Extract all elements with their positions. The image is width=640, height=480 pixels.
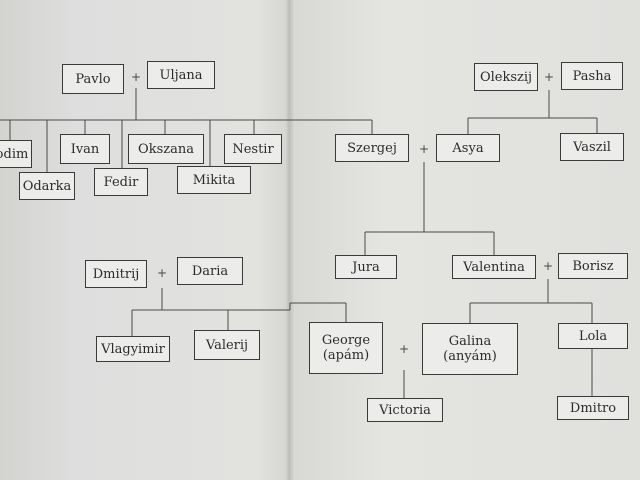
marriage-plus-sign: + bbox=[543, 70, 555, 84]
marriage-plus-sign: + bbox=[156, 266, 168, 280]
person-box-ivan: Ivan bbox=[60, 134, 110, 164]
person-box-dmitrij: Dmitrij bbox=[85, 260, 147, 288]
marriage-plus-sign: + bbox=[398, 342, 410, 356]
person-box-pavlo: Pavlo bbox=[62, 64, 124, 94]
person-box-dmitro: Dmitro bbox=[557, 396, 629, 420]
person-box-szergej: Szergej bbox=[335, 134, 409, 162]
marriage-plus-sign: + bbox=[542, 259, 554, 273]
marriage-plus-sign: + bbox=[130, 70, 142, 84]
person-box-pasha: Pasha bbox=[561, 62, 623, 90]
person-box-galina: Galina (anyám) bbox=[422, 323, 518, 375]
person-box-borisz: Borisz bbox=[558, 253, 628, 279]
person-box-valerij: Valerij bbox=[194, 330, 260, 360]
person-box-nestir: Nestir bbox=[224, 134, 282, 164]
person-box-odarka: Odarka bbox=[19, 172, 75, 200]
person-box-okszana: Okszana bbox=[128, 134, 204, 164]
person-box-victoria: Victoria bbox=[367, 398, 443, 422]
marriage-plus-sign: + bbox=[418, 142, 430, 156]
person-box-daria: Daria bbox=[177, 257, 243, 285]
person-box-lola: Lola bbox=[558, 323, 628, 349]
person-box-fedir: Fedir bbox=[94, 168, 148, 196]
person-box-jura: Jura bbox=[335, 255, 397, 279]
person-box-mikita: Mikita bbox=[177, 166, 251, 194]
person-box-odim: odim bbox=[0, 140, 32, 168]
person-box-valentina: Valentina bbox=[452, 255, 536, 279]
person-box-asya: Asya bbox=[436, 134, 500, 162]
person-box-vaszil: Vaszil bbox=[560, 133, 624, 161]
person-box-george: George (apám) bbox=[309, 322, 383, 374]
person-box-vlagyimir: Vlagyimir bbox=[96, 336, 170, 362]
person-box-uljana: Uljana bbox=[147, 61, 215, 89]
person-box-olekszij: Olekszij bbox=[474, 63, 538, 91]
